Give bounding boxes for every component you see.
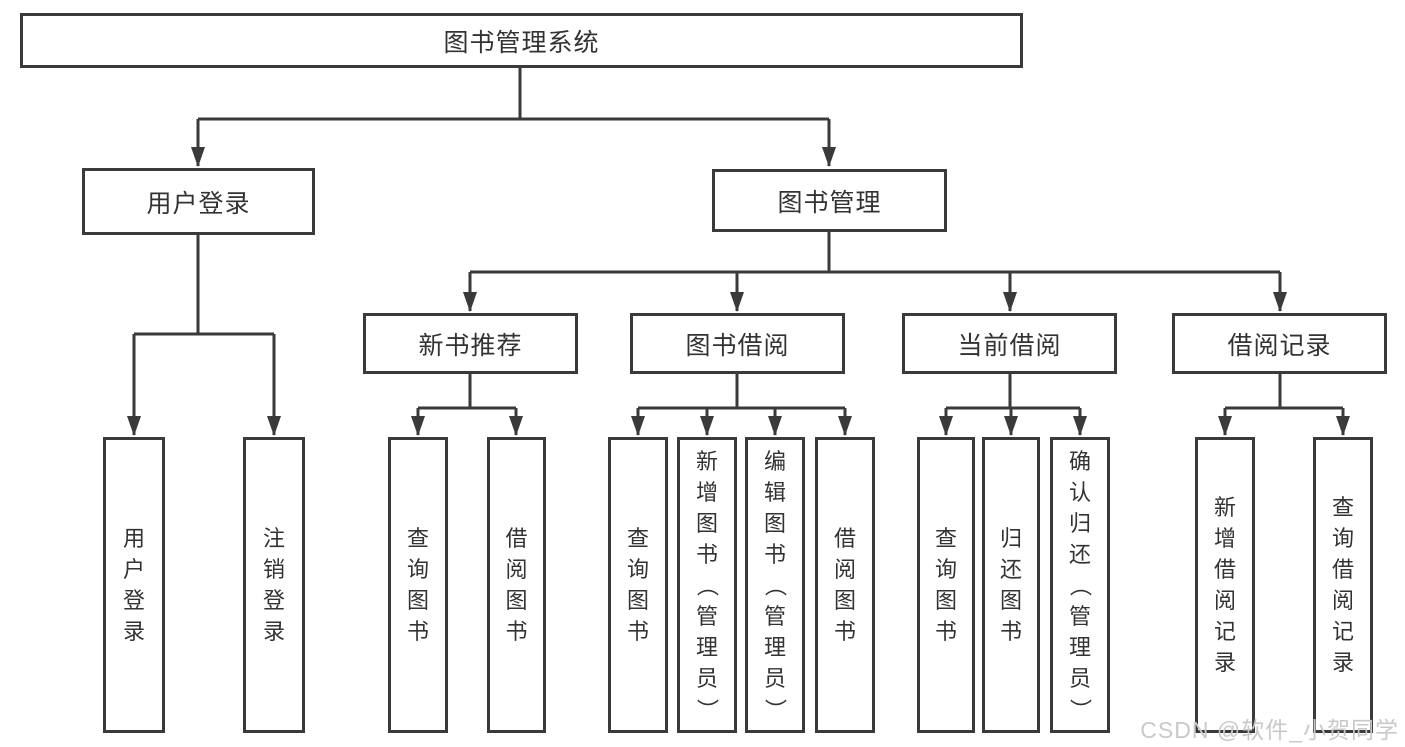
node-user-login: 用户登录 xyxy=(82,168,315,235)
node-current-borrow: 当前借阅 xyxy=(902,313,1117,374)
leaf-query-books-current-label: 查询图书 xyxy=(934,526,957,644)
leaf-query-books-recommend-label: 查询图书 xyxy=(406,526,429,644)
node-book-management-label: 图书管理 xyxy=(777,188,882,217)
leaf-borrow-books: 借阅图书 xyxy=(815,437,875,733)
leaf-borrow-books-recommend: 借阅图书 xyxy=(487,437,546,733)
leaf-borrow-books-label: 借阅图书 xyxy=(833,526,856,644)
node-new-book-recommend-label: 新书推荐 xyxy=(418,331,523,360)
root-node-label: 图书管理系统 xyxy=(443,28,600,57)
leaf-logout: 注销登录 xyxy=(243,437,305,733)
node-current-borrow-label: 当前借阅 xyxy=(957,331,1062,360)
node-book-borrow-label: 图书借阅 xyxy=(685,331,790,360)
leaf-borrow-books-recommend-label: 借阅图书 xyxy=(505,526,528,644)
leaf-return-book: 归还图书 xyxy=(982,437,1040,733)
leaf-query-books-borrow: 查询图书 xyxy=(608,437,668,733)
node-borrow-records: 借阅记录 xyxy=(1172,313,1387,374)
watermark: CSDN @软件_小贺同学 xyxy=(1140,717,1399,743)
leaf-add-borrow-record-label: 新增借阅记录 xyxy=(1213,495,1236,675)
root-node-library-system: 图书管理系统 xyxy=(20,13,1023,68)
leaf-logout-label: 注销登录 xyxy=(262,526,285,644)
leaf-query-borrow-record: 查询借阅记录 xyxy=(1313,437,1373,733)
leaf-add-borrow-record: 新增借阅记录 xyxy=(1195,437,1255,733)
leaf-query-borrow-record-label: 查询借阅记录 xyxy=(1331,495,1354,675)
node-book-borrow: 图书借阅 xyxy=(630,313,845,374)
leaf-confirm-return-admin-label: 确认归还（管理员） xyxy=(1067,448,1093,721)
leaf-user-login: 用户登录 xyxy=(103,437,165,733)
leaf-query-books-recommend: 查询图书 xyxy=(388,437,448,733)
leaf-query-books-current: 查询图书 xyxy=(917,437,975,733)
leaf-edit-book-admin-label: 编辑图书（管理员） xyxy=(762,448,788,721)
leaf-return-book-label: 归还图书 xyxy=(999,526,1022,644)
node-book-management: 图书管理 xyxy=(712,169,947,232)
node-user-login-label: 用户登录 xyxy=(146,189,251,218)
leaf-confirm-return-admin: 确认归还（管理员） xyxy=(1050,437,1110,733)
leaf-query-books-borrow-label: 查询图书 xyxy=(626,526,649,644)
leaf-add-book-admin: 新增图书（管理员） xyxy=(677,437,737,733)
leaf-edit-book-admin: 编辑图书（管理员） xyxy=(745,437,805,733)
leaf-add-book-admin-label: 新增图书（管理员） xyxy=(694,448,720,721)
node-new-book-recommend: 新书推荐 xyxy=(363,313,578,374)
leaf-user-login-label: 用户登录 xyxy=(122,526,145,644)
node-borrow-records-label: 借阅记录 xyxy=(1227,331,1332,360)
